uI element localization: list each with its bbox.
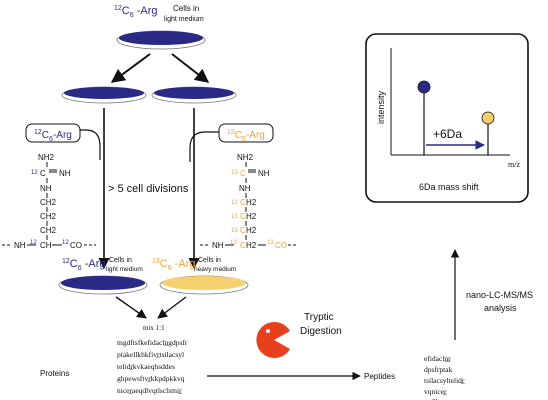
ms-peak-light-dot — [417, 80, 431, 94]
bottom-light-isotope: 12C6 -Arg — [62, 258, 106, 272]
heavy-reagent-box: 13C6-Arg — [218, 123, 274, 143]
svg-text:C: C — [240, 198, 246, 207]
ms-caption: 6Da mass shift — [419, 182, 479, 192]
digestion-line1: Tryptic — [304, 312, 334, 323]
arrow-merge-right — [157, 296, 187, 319]
heavy-arg-structure: NH2 13 C NH NH 13 C H2 13 C H2 13 C H2 N… — [200, 153, 298, 250]
ms-shift-label: +6Da — [433, 127, 462, 141]
svg-text:13: 13 — [267, 240, 274, 246]
mix-label: mix 1:1 — [143, 324, 165, 332]
svg-text:NH: NH — [40, 184, 52, 193]
top-iso-sub: 6 — [130, 12, 134, 19]
protein-sequences: mgdftsfkefidacln̲gdpsfr ptakellkhkfivr̲t… — [117, 338, 188, 395]
digestion-line2: Digestion — [300, 326, 342, 337]
top-iso-arg: -Arg — [134, 5, 158, 17]
divisions-label: > 5 cell divisions — [108, 183, 189, 195]
bottom-light-line2: light medium — [106, 266, 143, 273]
ms-peak-heavy-dot — [481, 111, 495, 125]
ms-xlabel: m/z — [508, 160, 520, 169]
svg-text:CH: CH — [40, 241, 52, 250]
top-isotope-label: 12C6 -Arg — [114, 5, 158, 19]
svg-text:H2: H2 — [246, 212, 257, 221]
protein-seq-3: telidr̲kvkaeqhsddes — [117, 362, 175, 371]
ms-ylabel: intensity — [376, 90, 386, 124]
arrow-merge-left — [115, 296, 147, 319]
svg-text:NH2: NH2 — [237, 153, 254, 162]
svg-text:H2: H2 — [246, 226, 257, 235]
svg-text:NH: NH — [212, 241, 224, 250]
protein-seq-1: mgdftsfkefidacln̲gdpsfr — [117, 338, 188, 347]
bottom-dish-heavy — [159, 275, 249, 295]
analysis-line2: analysis — [484, 303, 517, 313]
protein-seq-4: ghpewsftvr̲kkpdpkkvq — [117, 374, 185, 383]
top-iso-mass: 12 — [114, 5, 122, 12]
svg-text:CH2: CH2 — [40, 198, 57, 207]
svg-text:CO: CO — [275, 241, 287, 250]
top-medium-line2: light medium — [164, 16, 204, 23]
svg-text:12: 12 — [31, 170, 38, 176]
arrow-top-left — [110, 53, 151, 83]
light-arg-structure: NH2 12 C NH NH CH2 CH2 CH2 NH 12 CH 12 C… — [2, 153, 96, 250]
svg-text:13: 13 — [230, 240, 237, 246]
svg-text:C: C — [240, 241, 246, 250]
svg-text:NH: NH — [59, 169, 71, 178]
bottom-dish-light — [58, 275, 148, 295]
svg-text:13: 13 — [231, 200, 238, 206]
svg-text:12: 12 — [62, 240, 69, 246]
svg-text:NH: NH — [258, 169, 270, 178]
curve-heavy-reagent — [189, 131, 220, 162]
svg-text:12: 12 — [30, 240, 37, 246]
peptide-seq-4: vqnicer̲ — [424, 387, 447, 396]
curve-light-reagent — [48, 129, 101, 160]
proteins-label: Proteins — [40, 369, 69, 378]
svg-text:13: 13 — [231, 228, 238, 234]
light-reagent-box: 12C6-Arg — [25, 123, 81, 143]
svg-text:CH2: CH2 — [40, 226, 57, 235]
peptide-seq-3: tsilacsyltelidr̲ — [424, 376, 465, 385]
middle-dish-right — [151, 86, 237, 104]
bottom-heavy-line2: heavy medium — [194, 266, 236, 273]
svg-text:C: C — [240, 226, 246, 235]
heavy-reagent-label: 13C6-Arg — [227, 129, 265, 143]
analysis-line1: nano-LC-MS/MS — [466, 290, 533, 300]
svg-text:H2: H2 — [246, 198, 257, 207]
pacman-enzyme-icon — [256, 322, 290, 358]
light-reagent-label: 12C6-Arg — [34, 129, 72, 143]
arrow-top-right — [171, 53, 210, 83]
svg-text:NH: NH — [14, 241, 26, 250]
svg-text:H2: H2 — [246, 241, 257, 250]
bottom-light-line1: Cells in — [109, 257, 132, 264]
top-dish — [116, 30, 206, 50]
peptide-seq-5: ... — [432, 393, 438, 400]
peptides-label: Peptides — [364, 372, 395, 381]
top-iso-elem: C — [122, 5, 130, 17]
top-medium-line1: Cells in — [173, 4, 199, 13]
svg-text:13: 13 — [231, 170, 238, 176]
peptide-seq-2: dpsfrptak — [424, 365, 453, 374]
peptide-seq-1: efidacln̲r̲ — [424, 354, 451, 363]
svg-text:C: C — [240, 212, 246, 221]
peptide-sequences: efidacln̲r̲ dpsfrptak tsilacsyltelidr̲ v… — [424, 354, 465, 400]
bottom-heavy-line1: Cells in — [198, 257, 221, 264]
svg-text:C: C — [240, 169, 246, 178]
svg-text:CH2: CH2 — [40, 212, 57, 221]
protein-seq-2: ptakellkhkfivr̲tsilacsyl — [117, 350, 184, 359]
mass-spec-panel: intensity m/z +6Da 6Da mass shift — [365, 33, 529, 203]
svg-text:C: C — [40, 169, 46, 178]
protein-seq-5: nicer̲aeqdlvqtlsclsmir̲ — [117, 386, 182, 395]
bottom-heavy-isotope: 13C6 -Arg — [152, 258, 196, 272]
svg-text:13: 13 — [231, 214, 238, 220]
middle-dish-left — [61, 86, 147, 104]
svg-text:NH2: NH2 — [38, 153, 55, 162]
svg-text:CO: CO — [70, 241, 82, 250]
svg-text:NH: NH — [239, 184, 251, 193]
